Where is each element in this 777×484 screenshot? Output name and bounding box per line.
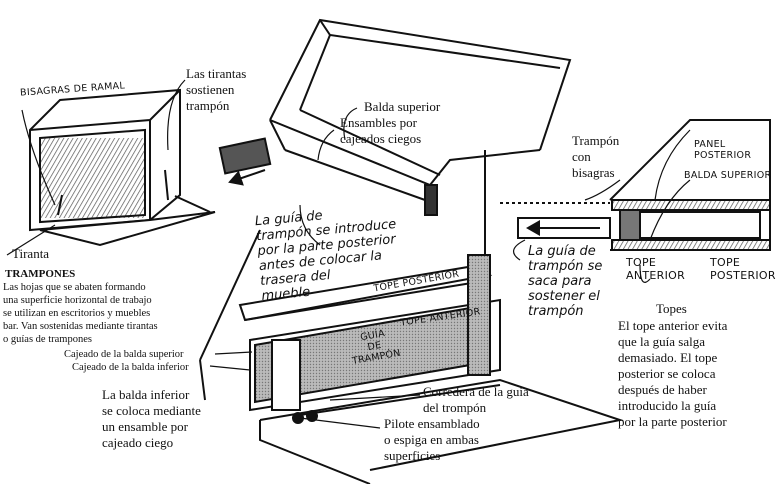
label-balda-inferior: La balda inferior se coloca mediante un …	[102, 387, 201, 450]
label-tirantas-sostienen: Las tirantas sostienen trampón	[186, 66, 247, 113]
cabinet-left	[29, 88, 216, 247]
label-trampones-description: Las hojas que se abaten formando una sup…	[3, 282, 158, 345]
cabinet-center	[218, 18, 572, 216]
label-tope-explicacion: El tope anterior evita que la guía salga…	[618, 318, 728, 429]
label-guia-saca: La guía de trampón se saca para sostener…	[528, 244, 603, 319]
label-corredera: Corredera de la guía del trompón	[423, 384, 529, 415]
label-cajeado-superior: Cajeado de la balda superior	[64, 349, 184, 360]
assembly-main	[199, 150, 624, 484]
label-ensambles-cajeados: Ensambles por cajeados ciegos	[340, 115, 422, 146]
label-pilote: Pilote ensamblado o espiga en ambas supe…	[384, 416, 480, 463]
section-right	[500, 119, 771, 251]
label-topes: Topes	[656, 301, 687, 316]
label-tope-posterior-2: TOPE POSTERIOR	[710, 256, 776, 282]
label-tiranta: Tiranta	[12, 246, 50, 261]
label-panel-posterior: PANEL POSTERIOR	[694, 139, 752, 161]
label-balda-superior: Balda superior	[364, 99, 441, 114]
label-trampones-title: TRAMPONES	[5, 268, 76, 280]
label-cajeado-inferior: Cajeado de la balda inferior	[72, 362, 189, 373]
label-tope-anterior-2: TOPE ANTERIOR	[626, 256, 686, 282]
leader-lines	[6, 79, 691, 429]
label-balda-superior-hand: BALDA SUPERIOR	[684, 170, 772, 181]
label-trampon-bisagras: Trampón con bisagras	[572, 133, 620, 180]
